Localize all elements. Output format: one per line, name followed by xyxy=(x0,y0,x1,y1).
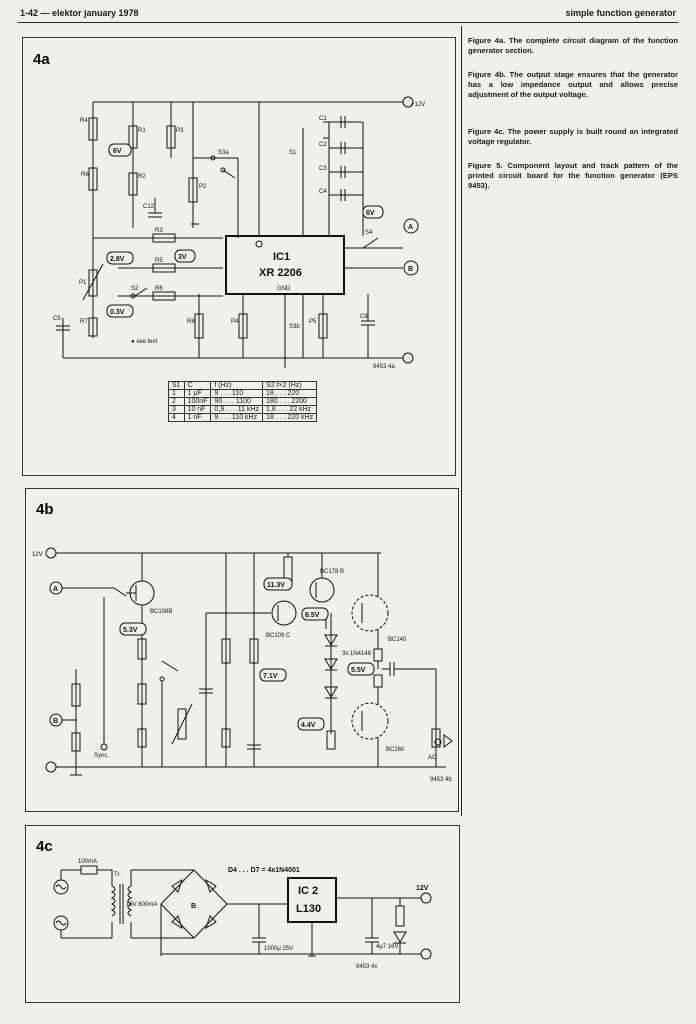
figure-label: 4b xyxy=(36,501,54,518)
svg-text:R6: R6 xyxy=(81,172,89,178)
transformer-label: Tr. xyxy=(114,872,121,878)
voltage-5-5v: 5.5V xyxy=(351,667,366,674)
svg-text:C3: C3 xyxy=(319,166,327,172)
svg-text:P4: P4 xyxy=(231,319,239,325)
page-header-right: simple function generator xyxy=(565,8,676,18)
secondary-label: 15V 600mA xyxy=(126,902,157,908)
t1-type: BC108B xyxy=(150,609,172,615)
c10-label: 1000μ 25V xyxy=(264,946,293,952)
voltage-6v-left: 6V xyxy=(113,148,122,155)
column-rule xyxy=(461,26,462,816)
svg-text:R8: R8 xyxy=(187,319,195,325)
svg-text:C12: C12 xyxy=(143,204,155,210)
ic1-name: XR 2206 xyxy=(259,267,302,279)
output-a: A xyxy=(408,224,413,231)
figure-4c: 4c xyxy=(25,825,460,1003)
svg-text:C2: C2 xyxy=(319,142,327,148)
figure-label: 4c xyxy=(36,838,53,855)
voltage-4-4v: 4.4V xyxy=(301,722,316,729)
bridge-label: B xyxy=(191,903,196,910)
svg-text:S2: S2 xyxy=(131,286,139,292)
t2-type: BC109 C xyxy=(266,633,291,639)
svg-text:R6: R6 xyxy=(155,286,163,292)
svg-text:C8: C8 xyxy=(360,314,368,320)
figure-4b: 4b xyxy=(25,488,459,812)
figure-ref: 9453 4b xyxy=(430,777,452,783)
svg-text:P3: P3 xyxy=(176,128,184,134)
reg-type: L130 xyxy=(296,903,321,915)
ic1-gnd: GND xyxy=(277,286,291,292)
voltage-6v-right: 6V xyxy=(366,210,375,217)
svg-text:R2: R2 xyxy=(138,174,146,180)
voltage-5-3v: 5.3V xyxy=(123,627,138,634)
c11-label: 4μ7 16V xyxy=(376,944,398,950)
schematic-4b: 4b xyxy=(32,501,453,783)
diodes-label: D4 . . . D7 = 4x1N4001 xyxy=(228,867,300,874)
diodes-label: 3x 1N4148 xyxy=(342,651,372,657)
caption-fig5: Figure 5. Component layout and track pat… xyxy=(468,161,678,190)
see-text-note: ● see text xyxy=(131,339,158,345)
svg-text:C5: C5 xyxy=(53,316,61,322)
page-header-left: 1-42 — elektor january 1978 xyxy=(20,8,139,18)
svg-text:C1: C1 xyxy=(319,116,327,122)
svg-text:R5: R5 xyxy=(155,258,163,264)
figure-ref: 9453 4c xyxy=(356,964,377,970)
voltage-0-3v: 0.3V xyxy=(110,309,125,316)
svg-text:P5: P5 xyxy=(309,319,317,325)
svg-text:R1: R1 xyxy=(138,128,146,134)
supply-label: +12V xyxy=(411,102,425,108)
ac-label: AC xyxy=(428,755,437,761)
output-b: B xyxy=(408,266,413,273)
svg-text:R3: R3 xyxy=(155,228,163,234)
caption-fig4a: Figure 4a. The complete circuit diagram … xyxy=(468,36,678,55)
output-voltage: 12V xyxy=(416,885,429,892)
input-a: A xyxy=(53,586,58,593)
voltage-7-1v: 7.1V xyxy=(263,673,278,680)
schematic-4a: 4a xyxy=(33,51,425,370)
voltage-markers: 5.3V 11.3V 6.5V 7.1V 5.5V 4.4V xyxy=(119,577,375,731)
voltage-2-8v: 2.8V xyxy=(110,256,125,263)
schematic-4c: 4c xyxy=(36,838,432,970)
fuse-label: 100mA xyxy=(78,859,97,865)
ic1-label: IC1 xyxy=(273,251,290,263)
sync-label: Sync. xyxy=(94,753,109,759)
t3-type: BC178 B xyxy=(320,569,344,575)
svg-text:S3b: S3b xyxy=(289,324,300,330)
svg-text:R7: R7 xyxy=(80,319,88,325)
svg-text:P2: P2 xyxy=(199,184,207,190)
svg-text:S3a: S3a xyxy=(218,150,229,156)
input-b: B xyxy=(53,718,58,725)
voltage-markers: 6V 2.8V 3V 0.3V 6V xyxy=(106,143,384,318)
svg-text:R4: R4 xyxy=(80,118,88,124)
voltage-3v: 3V xyxy=(178,254,187,261)
svg-text:P1: P1 xyxy=(79,280,87,286)
reg-label: IC 2 xyxy=(298,885,318,897)
t5-type: BC160 xyxy=(386,747,405,753)
component-labels: R4 R1 P3 R2 P2 C12 R6 R3 R5 R6 P1 S2 R7 … xyxy=(53,116,373,330)
figure-ref: 9453 4a xyxy=(373,364,395,370)
svg-text:C4: C4 xyxy=(319,189,327,195)
voltage-6-5v: 6.5V xyxy=(305,612,320,619)
svg-text:S4: S4 xyxy=(365,230,373,236)
voltage-11-3v: 11.3V xyxy=(267,582,285,589)
figure-label: 4a xyxy=(33,51,50,68)
supply-label: 12V xyxy=(32,552,43,558)
t4-type: BC140 xyxy=(388,637,407,643)
header-rule xyxy=(18,22,678,23)
caption-fig4b: Figure 4b. The output stage ensures that… xyxy=(468,70,678,99)
caption-fig4c: Figure 4c. The power supply is built rou… xyxy=(468,127,678,146)
svg-text:S1: S1 xyxy=(289,150,297,156)
